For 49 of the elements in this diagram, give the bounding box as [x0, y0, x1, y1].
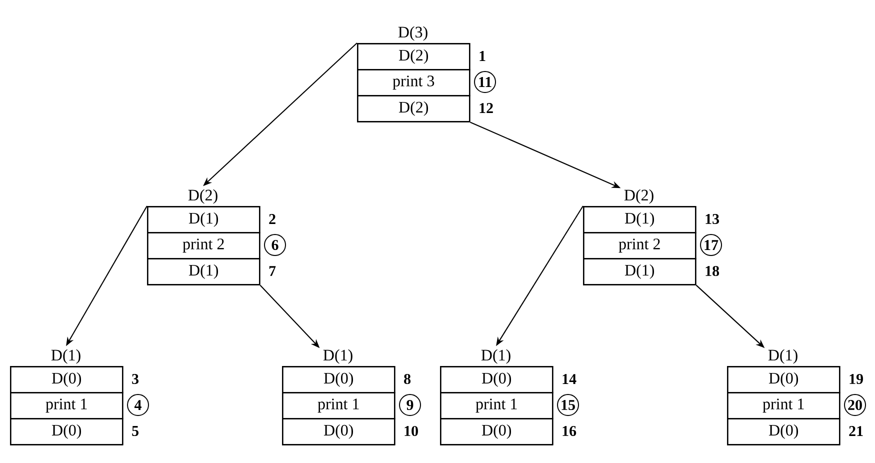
- stack-cell: print 1: [440, 392, 554, 420]
- stack-cell: D(1): [583, 258, 696, 286]
- step-number: 12: [480, 103, 493, 113]
- frame-heading: D(2): [624, 189, 654, 204]
- step-number: 8: [404, 374, 411, 384]
- stack-cell: print 1: [727, 392, 840, 420]
- step-number: 7: [269, 266, 276, 276]
- step-number: 19: [850, 374, 863, 384]
- stack-cell: D(0): [440, 366, 554, 394]
- frame-heading: D(1): [323, 349, 352, 364]
- stack-cell: print 1: [10, 392, 124, 420]
- frame-heading: D(1): [768, 349, 798, 364]
- stack-cell: D(0): [282, 366, 396, 394]
- stack-cell: D(0): [10, 418, 124, 446]
- stack-cell: print 2: [147, 232, 260, 260]
- stack-cell: D(0): [727, 366, 840, 394]
- stack-cell: print 2: [583, 232, 696, 260]
- stack-cell: D(0): [10, 366, 124, 394]
- stack-cell: D(2): [357, 43, 470, 70]
- step-number: 13: [706, 214, 720, 224]
- circled-step-number: 20: [844, 394, 866, 416]
- stack-cell: D(1): [583, 206, 696, 234]
- step-number: 10: [404, 426, 418, 436]
- frame-heading: D(1): [51, 349, 80, 364]
- circled-step-number: 9: [399, 394, 421, 416]
- stack-cell: D(0): [440, 418, 554, 446]
- step-number: 3: [132, 374, 139, 384]
- stack-cell: print 3: [357, 69, 470, 96]
- circled-step-number: 4: [127, 394, 149, 416]
- step-number: 1: [480, 51, 486, 61]
- step-number: 2: [269, 214, 276, 224]
- stack-cell: D(0): [282, 418, 396, 446]
- frame-heading: D(3): [398, 26, 428, 41]
- circled-step-number: 17: [700, 234, 722, 256]
- stack-cell: print 1: [282, 392, 396, 420]
- circled-step-number: 6: [264, 234, 286, 256]
- stack-cell: D(1): [147, 206, 260, 234]
- step-number: 16: [562, 426, 576, 436]
- stack-cell: D(1): [147, 258, 260, 286]
- step-number: 14: [562, 374, 576, 384]
- circled-step-number: 11: [474, 71, 496, 93]
- stack-cell: D(2): [357, 95, 470, 122]
- step-number: 18: [706, 266, 720, 276]
- frame-heading: D(2): [188, 189, 218, 204]
- step-number: 21: [849, 426, 863, 436]
- circled-step-number: 15: [557, 394, 579, 416]
- stack-cell: D(0): [727, 418, 840, 446]
- frame-heading: D(1): [481, 349, 510, 364]
- step-number: 5: [132, 426, 138, 436]
